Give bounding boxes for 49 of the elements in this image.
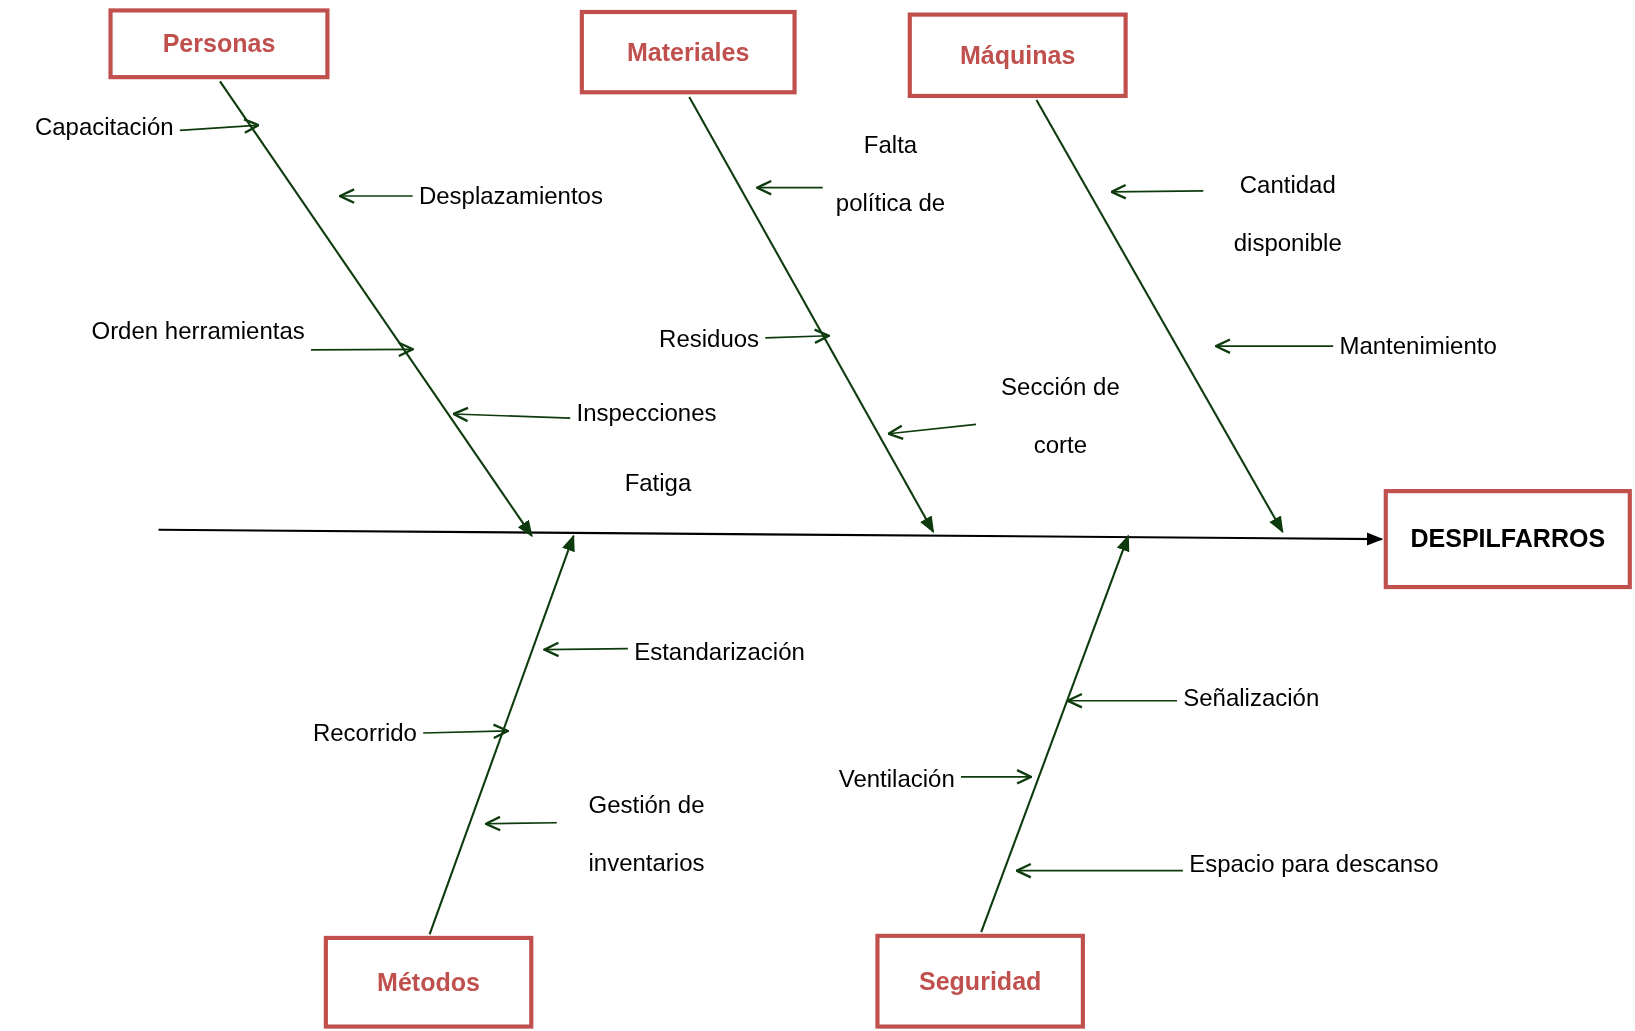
cause-label: Señalización — [1183, 684, 1320, 713]
arrow — [980, 534, 1130, 933]
cause-label: Capacitación — [34, 113, 174, 142]
arrow — [688, 96, 935, 534]
category-label: Máquinas — [960, 40, 1076, 70]
cause-label: Espacio para descanso — [1189, 850, 1439, 879]
small-arrow — [1110, 183, 1205, 200]
small-arrow — [960, 769, 1033, 785]
small-arrow — [310, 341, 415, 358]
cause-label: Orden herramientas — [91, 317, 305, 346]
small-arrow — [179, 118, 260, 134]
arrow — [1035, 99, 1284, 534]
category-box — [108, 8, 330, 80]
category-box — [907, 12, 1128, 98]
small-arrow — [452, 406, 572, 423]
small-arrow — [1214, 338, 1335, 355]
category-label: Personas — [162, 29, 276, 59]
category-label: Métodos — [377, 967, 480, 997]
cause-label: Cantidad disponible — [1232, 169, 1343, 259]
small-arrow — [1015, 862, 1184, 879]
small-arrow — [543, 641, 629, 658]
small-arrow — [1066, 692, 1178, 709]
cause-label: Recorrido — [312, 718, 417, 748]
effect-label: DESPILFARROS — [1410, 524, 1606, 554]
small-arrow — [764, 328, 831, 345]
arrow — [158, 528, 1384, 546]
cause-label: Gestión de inventarios — [587, 790, 706, 879]
cause-label: Ventilación — [838, 764, 955, 793]
cause-label: Inspecciones — [576, 398, 717, 427]
small-arrow — [755, 179, 824, 196]
arrow — [428, 534, 575, 935]
category-box — [579, 9, 797, 95]
category-label: Materiales — [627, 37, 750, 67]
category-box — [323, 935, 534, 1029]
small-arrow — [422, 723, 509, 740]
cause-label: Sección de corte — [1000, 371, 1121, 461]
small-arrow — [887, 423, 977, 441]
cause-label: Fatiga — [624, 468, 692, 497]
cause-label: Desplazamientos — [418, 181, 603, 211]
category-box — [875, 933, 1085, 1029]
small-arrow — [338, 188, 414, 204]
small-arrow — [484, 815, 558, 832]
cause-label: Falta política de — [834, 130, 947, 219]
cause-label: Residuos — [659, 324, 760, 353]
cause-label: Mantenimiento — [1339, 332, 1497, 361]
effect-box — [1383, 489, 1632, 590]
arrow — [219, 80, 533, 538]
cause-label: Estandarización — [634, 637, 805, 666]
category-label: Seguridad — [918, 966, 1042, 996]
